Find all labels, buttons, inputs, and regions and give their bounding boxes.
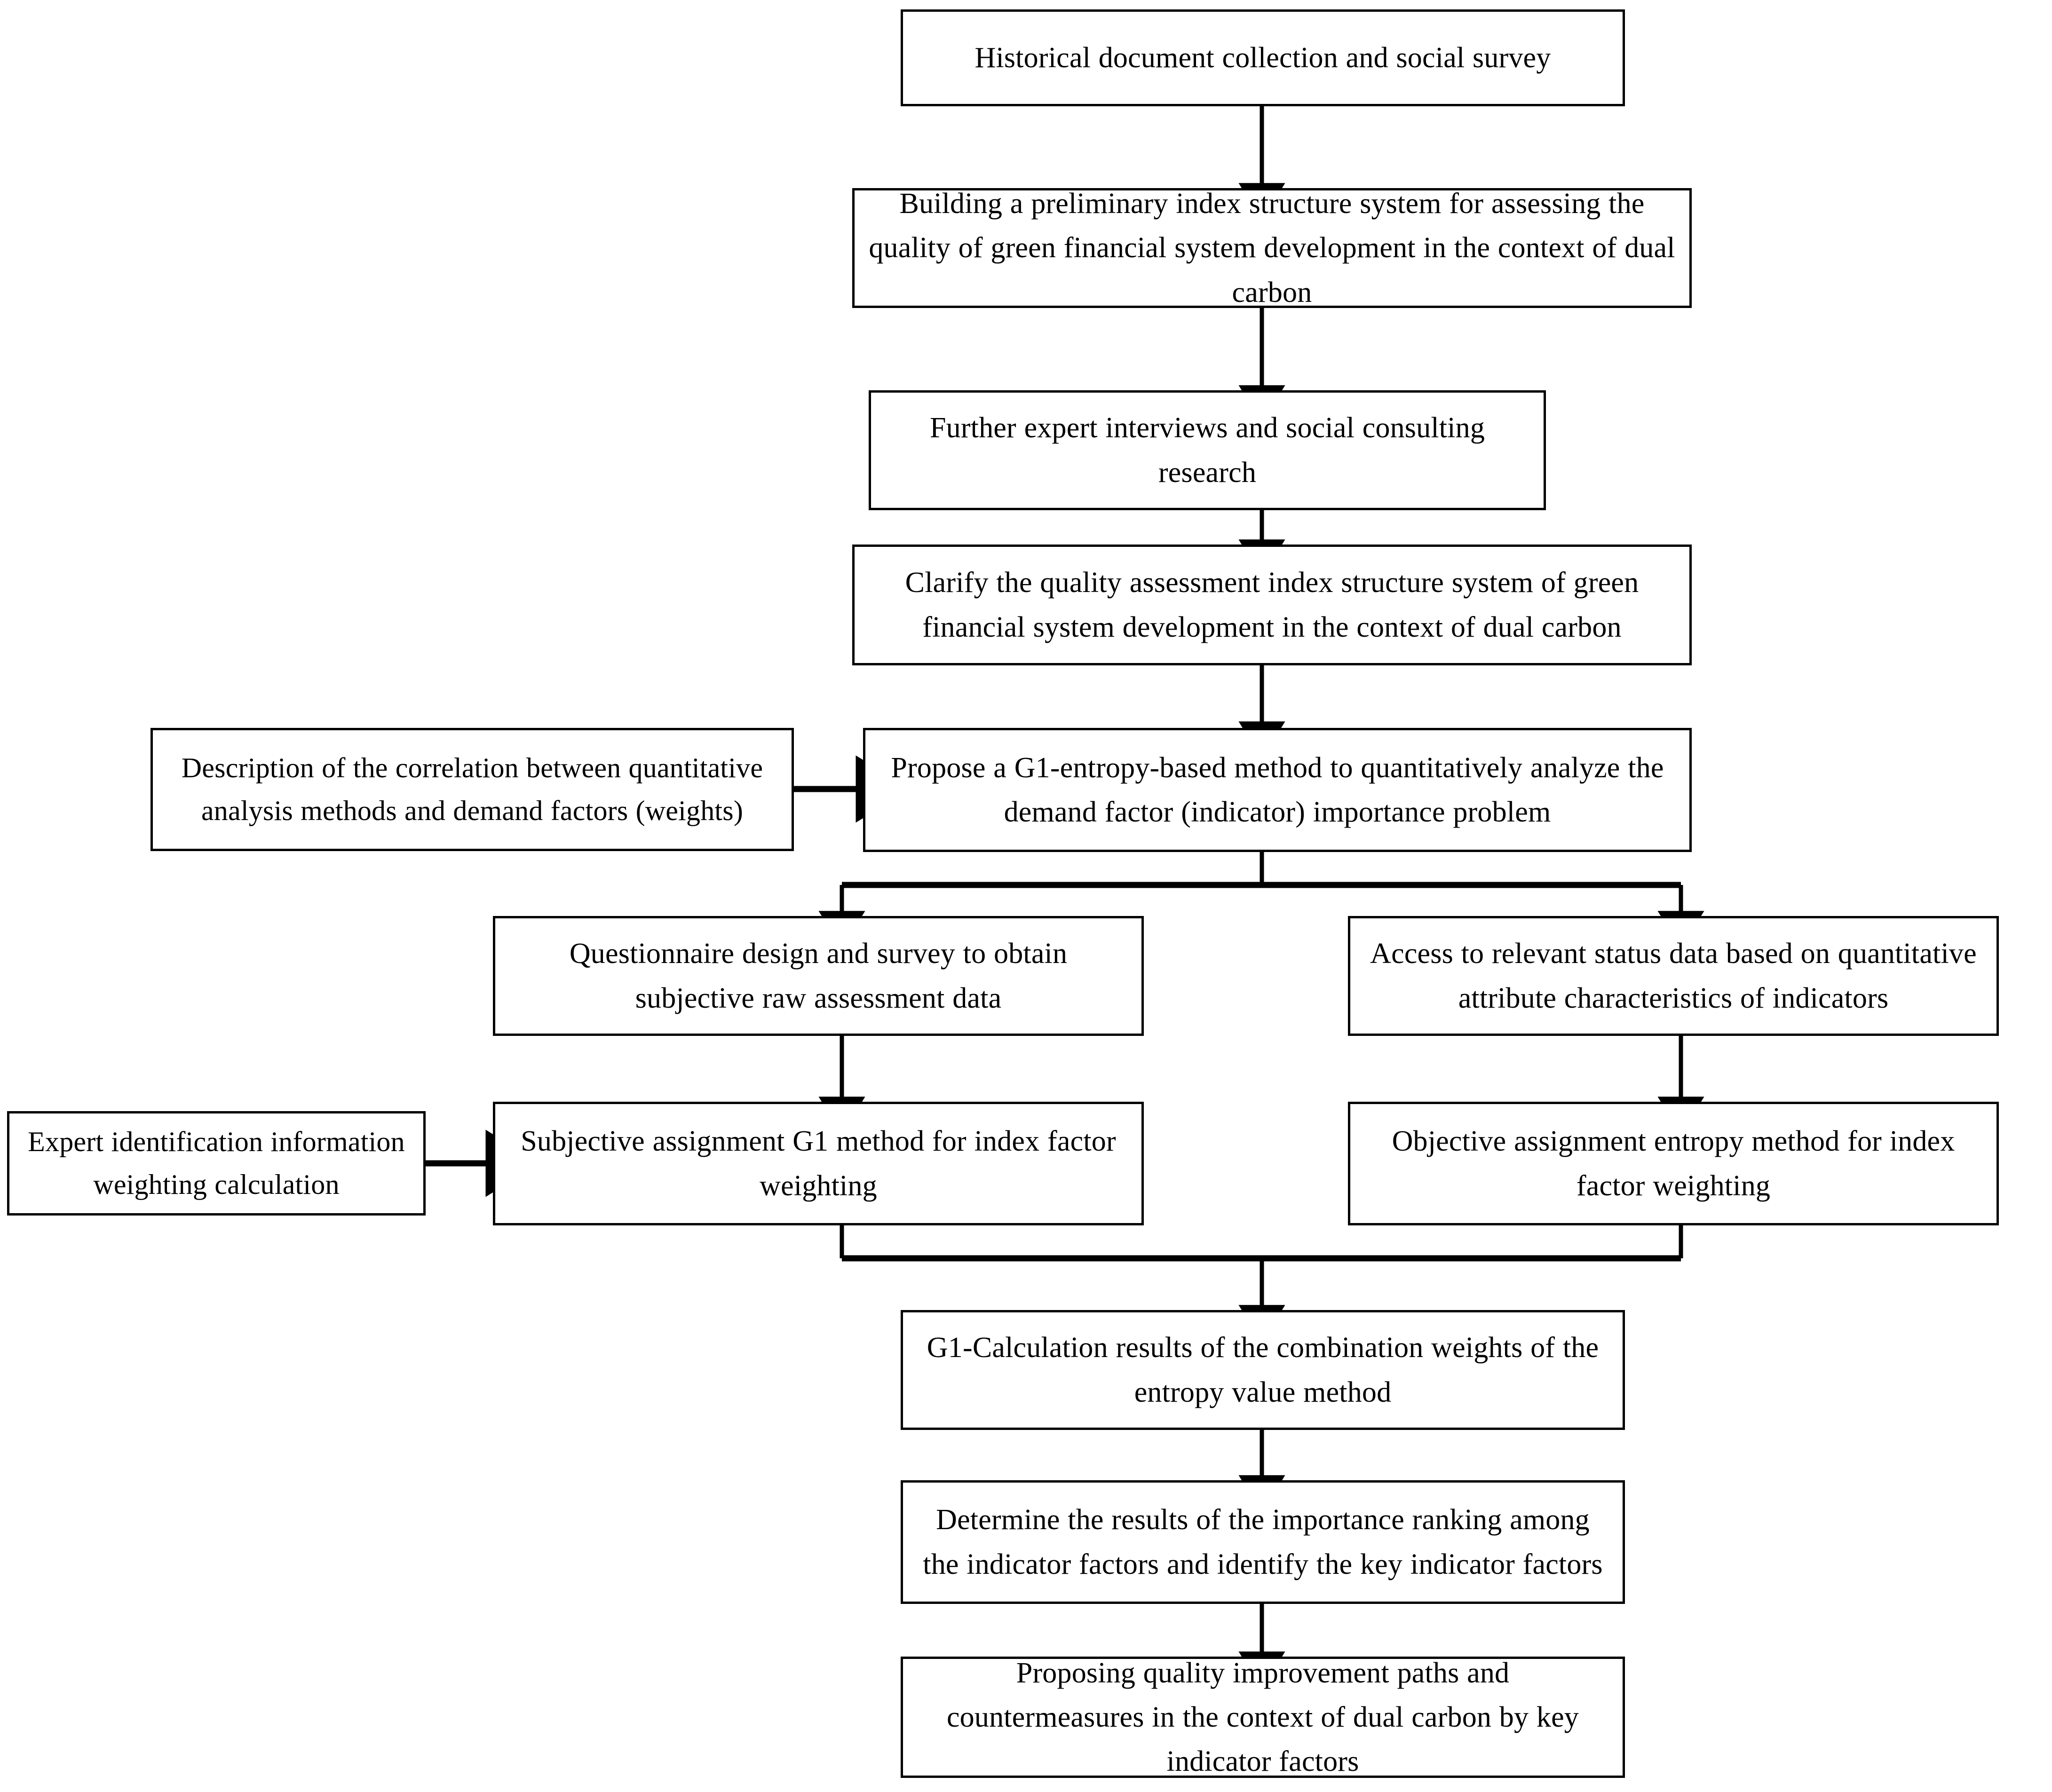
node-label: Propose a G1-entropy-based method to qua… [891,751,1664,828]
node-label: Description of the correlation between q… [181,752,763,826]
node-proposing-quality-improvement-paths[interactable]: Proposing quality improvement paths and … [901,1657,1625,1778]
node-expert-interviews-consulting[interactable]: Further expert interviews and social con… [869,390,1546,510]
node-g1-combination-weights-results[interactable]: G1-Calculation results of the combinatio… [901,1310,1625,1430]
node-preliminary-index-structure-system[interactable]: Building a preliminary index structure s… [852,188,1692,308]
node-historical-document-collection[interactable]: Historical document collection and socia… [901,9,1625,106]
node-access-status-data[interactable]: Access to relevant status data based on … [1348,916,1999,1036]
node-objective-entropy-weighting[interactable]: Objective assignment entropy method for … [1348,1102,1999,1225]
node-label: Proposing quality improvement paths and … [946,1657,1579,1778]
node-questionnaire-design-survey[interactable]: Questionnaire design and survey to obtai… [493,916,1144,1036]
node-subjective-g1-weighting[interactable]: Subjective assignment G1 method for inde… [493,1102,1144,1225]
node-label: Historical document collection and socia… [975,41,1551,74]
node-label: Clarify the quality assessment index str… [905,567,1639,643]
node-clarify-index-structure-system[interactable]: Clarify the quality assessment index str… [852,545,1692,665]
node-label: Access to relevant status data based on … [1370,938,1977,1014]
node-label: G1-Calculation results of the combinatio… [927,1332,1599,1408]
node-label: Further expert interviews and social con… [929,412,1485,489]
node-label: Questionnaire design and survey to obtai… [569,938,1068,1014]
node-label: Subjective assignment G1 method for inde… [521,1125,1116,1202]
node-label: Determine the results of the importance … [923,1504,1603,1580]
node-label: Objective assignment entropy method for … [1392,1125,1955,1202]
node-label: Expert identification information weight… [28,1126,405,1200]
node-correlation-description[interactable]: Description of the correlation between q… [151,728,794,851]
node-label: Building a preliminary index structure s… [869,188,1675,308]
node-expert-identification-weighting[interactable]: Expert identification information weight… [7,1111,426,1216]
node-propose-g1-entropy-method[interactable]: Propose a G1-entropy-based method to qua… [863,728,1692,852]
node-determine-importance-ranking[interactable]: Determine the results of the importance … [901,1480,1625,1604]
